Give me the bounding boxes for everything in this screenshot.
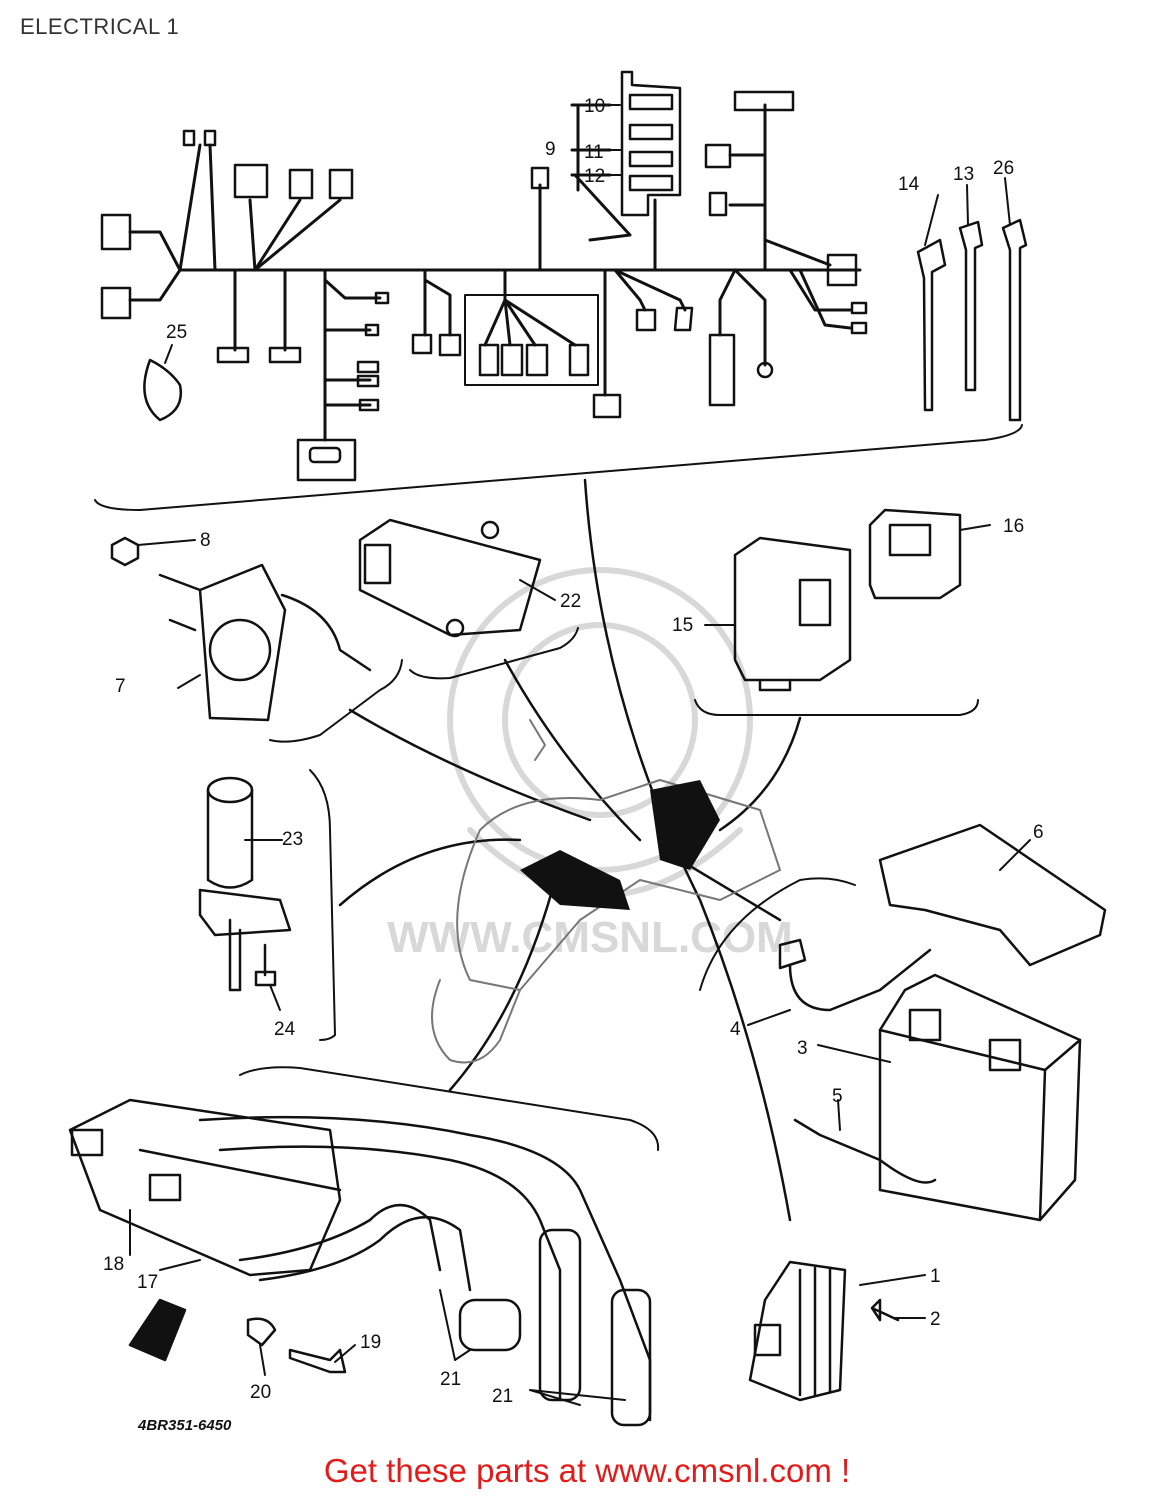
callout-12: 12 <box>584 166 605 187</box>
callout-22: 22 <box>560 591 581 612</box>
callout-15: 15 <box>672 615 693 636</box>
callout-11: 11 <box>584 142 604 163</box>
callout-labels: 1 2 3 4 5 6 7 8 9 10 11 12 13 14 15 16 1… <box>103 96 1044 1434</box>
wire-harness <box>128 103 862 442</box>
rectifier <box>748 1260 847 1402</box>
callout-14: 14 <box>898 174 920 195</box>
main-switch <box>198 776 292 992</box>
callout-7: 7 <box>115 676 126 697</box>
battery-cover <box>878 823 1107 967</box>
callout-13: 13 <box>953 164 974 185</box>
motorcycle-harness <box>520 780 720 910</box>
watermark-text: WWW.CMSNL.COM <box>387 913 793 962</box>
callout-10: 10 <box>584 96 605 117</box>
callout-3: 3 <box>797 1038 808 1059</box>
callout-1: 1 <box>930 1266 941 1287</box>
battery <box>878 973 1082 1222</box>
fuse-box <box>620 70 682 217</box>
part-code: 4BR351-6450 <box>137 1417 232 1434</box>
callout-5: 5 <box>832 1086 843 1107</box>
get-parts-link[interactable]: Get these parts at www.cmsnl.com ! <box>323 1452 851 1489</box>
motorcycle-outline <box>431 719 781 1064</box>
callout-8: 8 <box>200 530 211 551</box>
callout-20: 20 <box>250 1382 271 1403</box>
callout-2: 2 <box>930 1309 941 1330</box>
callout-26: 26 <box>993 158 1014 179</box>
relay <box>733 536 852 692</box>
callout-17: 17 <box>137 1272 158 1293</box>
callout-24: 24 <box>274 1019 296 1040</box>
callout-23: 23 <box>282 829 303 850</box>
clamp <box>143 358 183 422</box>
callout-16: 16 <box>1003 516 1024 537</box>
cdi-unit <box>358 518 542 638</box>
cable-ties <box>916 218 1028 422</box>
callout-19: 19 <box>360 1332 381 1353</box>
page-title: ELECTRICAL 1 <box>20 14 180 39</box>
callout-9: 9 <box>545 139 556 160</box>
callout-4: 4 <box>730 1019 741 1040</box>
horn <box>158 563 372 722</box>
callout-25: 25 <box>166 322 187 343</box>
harness-connectors <box>100 90 868 482</box>
callout-21b: 21 <box>492 1386 513 1407</box>
callout-18: 18 <box>103 1254 124 1275</box>
callout-6: 6 <box>1033 822 1044 843</box>
ignition-coils <box>68 1098 652 1427</box>
callout-21a: 21 <box>440 1369 461 1390</box>
